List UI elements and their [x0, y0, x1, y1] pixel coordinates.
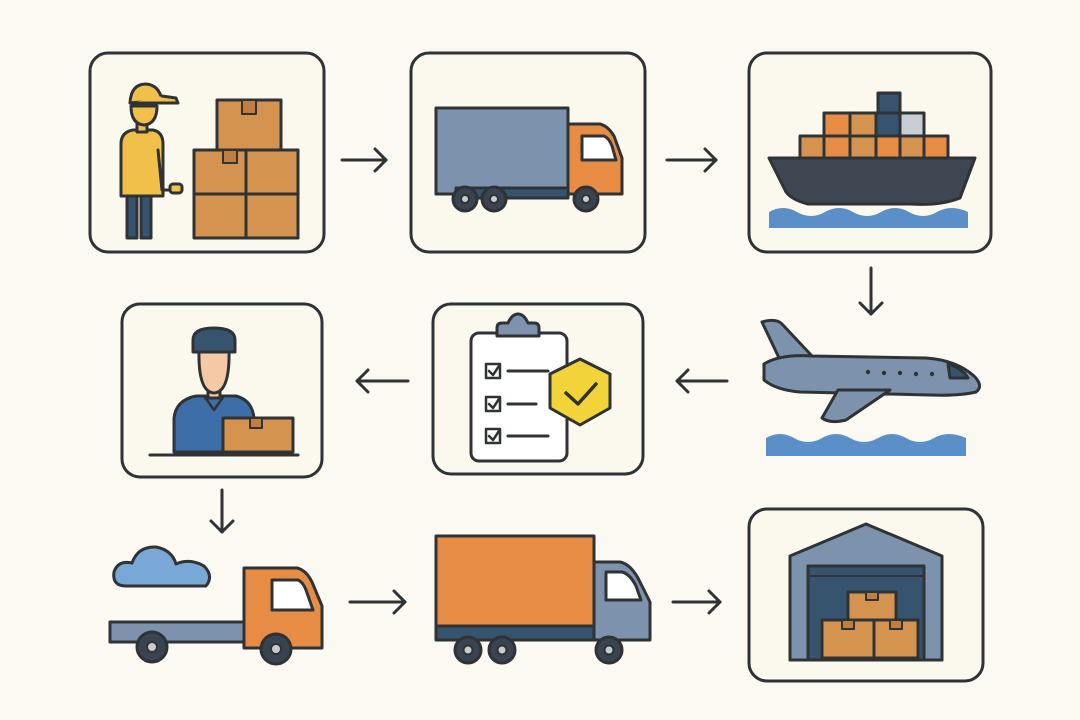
worker-with-boxes-icon [119, 82, 300, 240]
flow-arrow-inspection-to-customs [355, 368, 410, 394]
airplane-icon [760, 318, 981, 456]
delivery-truck-icon [434, 106, 624, 213]
warehouse-icon [788, 522, 944, 662]
flow-arrow-packing-to-truck [340, 147, 388, 173]
flow-arrow-truck-to-ship [665, 147, 718, 173]
flow-arrow-transport-to-warehouse [671, 589, 722, 615]
flow-arrow-customs-to-pickup [209, 488, 235, 534]
checklist-shield-icon [469, 312, 612, 463]
container-ship-icon [767, 91, 977, 228]
flow-arrow-ship-to-plane [858, 266, 884, 316]
flatbed-truck-cloud-icon [108, 545, 324, 666]
customs-officer-icon [148, 326, 300, 457]
box-truck-icon [434, 534, 652, 665]
flow-arrow-plane-to-inspection [675, 368, 729, 394]
flow-arrow-pickup-to-transport [348, 589, 407, 615]
